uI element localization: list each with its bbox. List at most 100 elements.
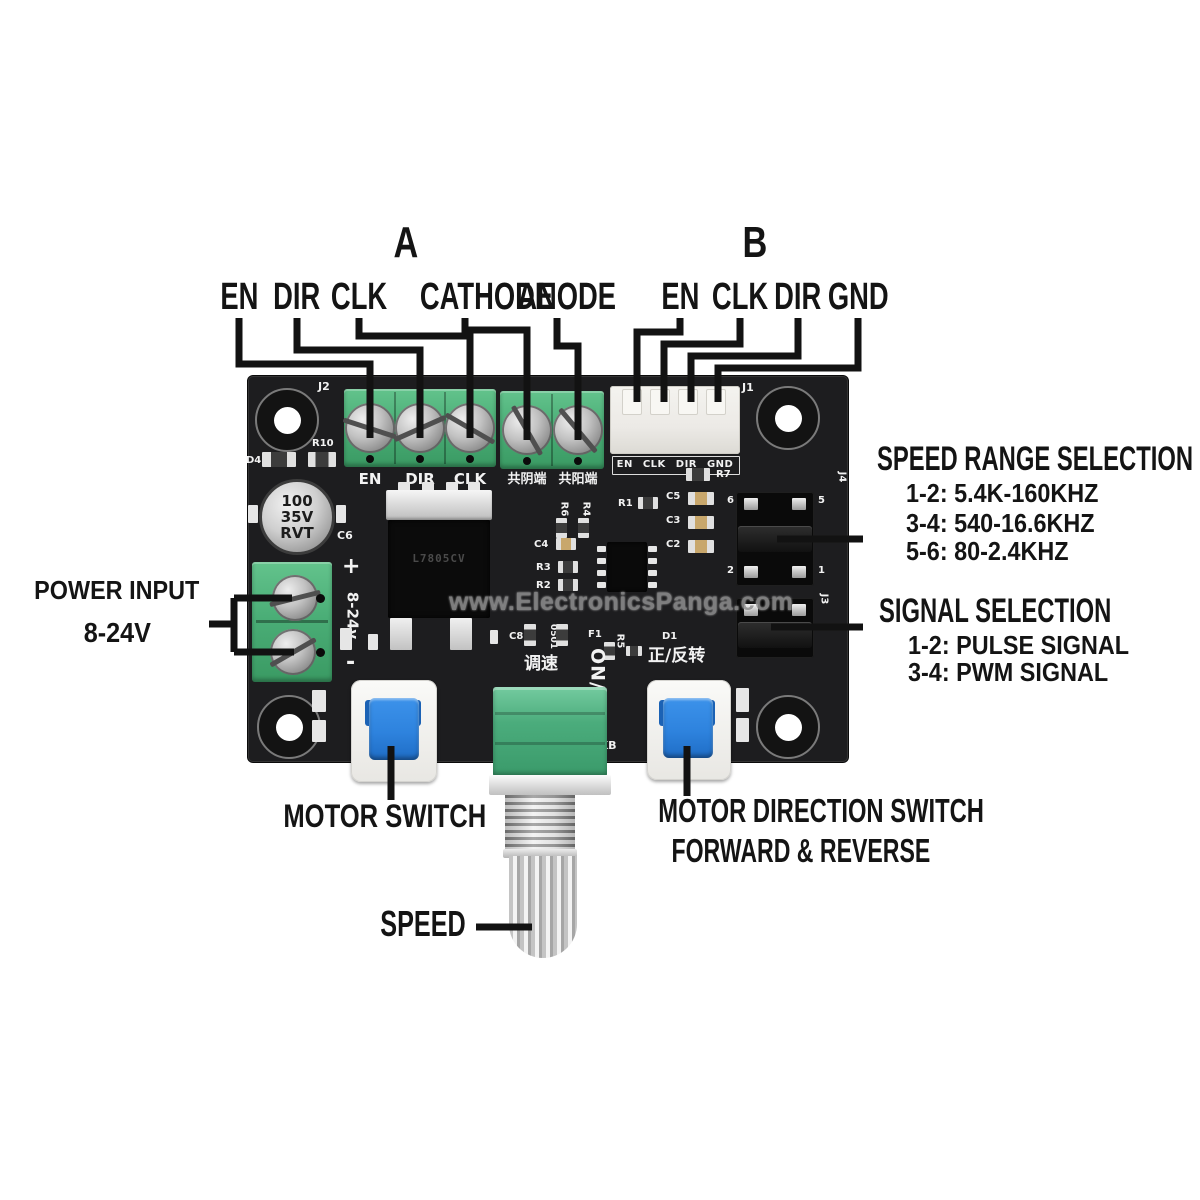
pad (248, 505, 258, 523)
jumper-pin (792, 604, 806, 616)
resistor-r6 (556, 518, 567, 538)
capacitor-c8 (524, 624, 536, 646)
pot-seam (495, 742, 605, 745)
pad (736, 718, 749, 742)
ic-pad (648, 570, 657, 576)
jumper-pin (792, 566, 806, 578)
ref-f1: F1 (588, 629, 602, 640)
jumper-num-6: 6 (727, 495, 734, 506)
speed-label: SPEED (380, 903, 466, 944)
leader-power-input (209, 594, 294, 656)
ref-d4: D4 (246, 455, 262, 466)
ref-c3: C3 (666, 515, 681, 526)
power-input-voltage: 8-24V (83, 617, 151, 648)
pin-label-clk-a: CLK (330, 276, 388, 318)
silk-direction-cn: 正/反转 (648, 646, 706, 666)
oscillator (556, 624, 568, 646)
ref-c8: C8 (509, 631, 524, 642)
leader-cathode (461, 318, 531, 440)
ic-pad (597, 582, 606, 588)
resistor-r4 (578, 518, 589, 538)
jumper-pin (744, 566, 758, 578)
motor-switch-label: MOTOR SWITCH (283, 798, 487, 834)
pad (340, 628, 352, 650)
pin-label-clk-b: CLK (711, 276, 769, 318)
power-input-label: POWER INPUT (34, 575, 200, 605)
speed-range-item-1: 1-2: 5.4K-160KHZ (906, 478, 1099, 508)
silk-en: EN (358, 470, 382, 488)
group-b-label: B (742, 218, 768, 267)
capacitor-c6: 100 35V RVT (259, 479, 335, 555)
mounting-hole-bottom-left (257, 695, 321, 759)
ref-c4: C4 (534, 539, 549, 550)
ref-r1: R1 (618, 498, 633, 509)
ic-pad (597, 558, 606, 564)
pad (368, 634, 378, 650)
regulator-marking: L7805CV (412, 552, 466, 565)
leader-en-a (235, 318, 374, 438)
power-terminal-divider (256, 620, 328, 623)
ref-j2: J2 (318, 380, 330, 393)
jumper-pin (744, 498, 758, 510)
power-dot (316, 648, 325, 657)
pot-shaft-flange (503, 849, 577, 858)
pin-label-cathode: CATHODE (419, 276, 554, 318)
resistor-r3 (558, 561, 578, 573)
silk-minus: - (346, 650, 356, 675)
group-a-label: A (393, 218, 419, 267)
leader-dir-b (687, 318, 802, 402)
ref-r7: R7 (716, 469, 731, 480)
leader-gnd-b (714, 318, 862, 402)
mounting-hole-top-left (255, 388, 319, 452)
resistor-r10 (308, 452, 336, 467)
ic-pad (648, 546, 657, 552)
motor-direction-label-1: MOTOR DIRECTION SWITCH (658, 792, 984, 829)
terminal-dot (574, 457, 582, 465)
leader-clk-b (660, 318, 744, 402)
component (390, 618, 412, 650)
pad (312, 690, 326, 712)
speed-range-item-2: 3-4: 540-16.6KHZ (906, 508, 1095, 538)
speed-range-title: SPEED RANGE SELECTION (877, 440, 1194, 478)
speed-knob-shaft (509, 856, 577, 958)
resistor-r2 (558, 579, 578, 591)
jumper-num-5: 5 (818, 495, 825, 506)
cap-line1: 100 (281, 492, 313, 510)
driver-ic (607, 542, 647, 592)
voltage-regulator: L7805CV (388, 520, 490, 618)
ref-r3: R3 (536, 562, 551, 573)
pad (336, 505, 346, 523)
diode-d1 (626, 646, 642, 656)
pin-label-anode: ANODE (517, 276, 617, 318)
capacitor-c4 (556, 538, 576, 550)
cap-line2: 35V (280, 508, 314, 526)
pot-collar (489, 775, 611, 795)
terminal-dot (416, 455, 424, 463)
jumper-pin (792, 498, 806, 510)
pin-label-en-b: EN (660, 276, 699, 318)
potentiometer-body (493, 687, 607, 777)
silk-speed-cn: 调速 (524, 654, 558, 674)
terminal-divider (551, 394, 553, 466)
jumper-pin (744, 604, 758, 616)
pin-label-gnd-b: GND (827, 276, 889, 318)
silk-anode-cn: 共阳端 (558, 472, 598, 487)
motor-direction-label-2: FORWARD & REVERSE (671, 832, 931, 869)
pad (736, 688, 749, 712)
silk-connector-pins: EN CLK DIR GND (616, 459, 734, 470)
ic-pad (597, 546, 606, 552)
ref-j1: J1 (742, 381, 754, 394)
ref-r2: R2 (536, 580, 551, 591)
cap-line3: RVT (280, 524, 314, 542)
capacitor-c3 (688, 516, 714, 529)
ic-pad (597, 570, 606, 576)
speed-range-item-3: 5-6: 80-2.4KHZ (906, 536, 1069, 566)
ic-pad (648, 558, 657, 564)
signal-selection-title: SIGNAL SELECTION (879, 592, 1112, 630)
leader-clk-a (355, 318, 474, 438)
signal-item-1: 1-2: PULSE SIGNAL (908, 630, 1130, 660)
mounting-hole-top-right (756, 386, 820, 450)
pot-threaded-neck (505, 795, 575, 853)
